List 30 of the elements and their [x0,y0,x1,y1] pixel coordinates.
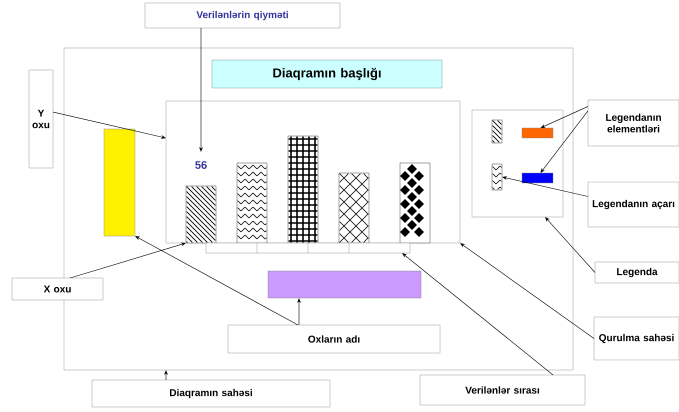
legend-swatch [522,172,554,184]
callout-box: Y oxu [28,70,54,168]
legend-swatch [492,120,502,144]
title-box: Diaqramın başlığı [212,60,442,88]
value-label: 56 [195,161,207,169]
arrow [135,236,298,326]
arrow [70,242,186,278]
callout-box: Oxların adı [228,324,440,354]
arrow [545,217,596,273]
callout-box: Diaqramın sahəsi [92,380,330,408]
bar [338,172,370,244]
bar [186,186,216,244]
legend-swatch [522,128,554,138]
bar [400,162,430,244]
bar [236,162,268,244]
axis-title-bar [104,128,136,236]
callout-box: X oxu [12,278,104,300]
callout-box: Legenda [594,262,679,284]
arrow [402,253,554,376]
arrow [460,243,594,339]
arrow [52,112,166,139]
bar [288,136,318,244]
callout-box: Legendanın açarı [588,182,679,228]
category-axis [206,242,410,254]
callout-box: Verilənlər sırası [420,374,586,406]
callout-box: Legendanın elementləri [588,100,679,146]
callout-box: Verilənlərin qiyməti [144,2,340,28]
axis-title-bar [268,270,422,298]
legend-swatch [492,164,502,190]
callout-box: Qurulma sahəsi [594,316,679,360]
